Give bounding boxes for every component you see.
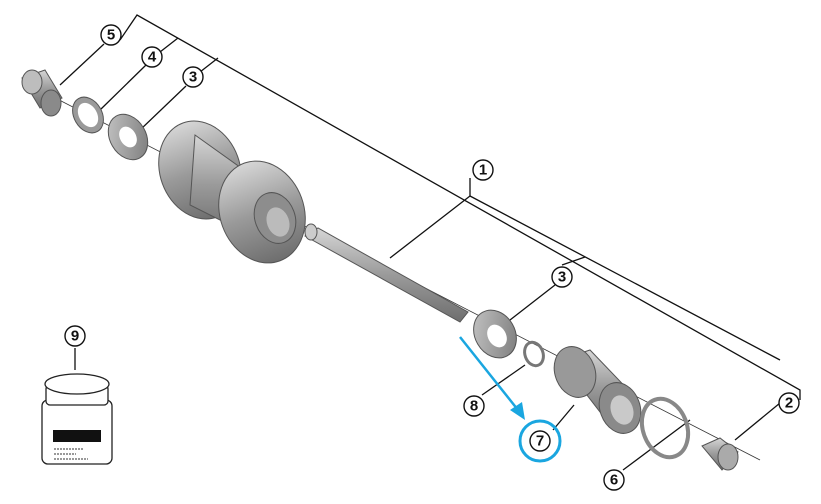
callout-6: 6 [603,469,625,491]
callout-4: 4 [141,46,163,68]
o-ring [523,340,545,368]
svg-text:2: 2 [785,395,793,412]
end-cap-right [701,437,739,471]
svg-text:7: 7 [536,433,544,450]
highlight-circle [518,419,562,463]
svg-text:1: 1 [479,162,487,179]
washer-left [72,96,104,134]
callout-7: 7 [529,430,551,452]
svg-text:8: 8 [470,398,478,415]
grease-jar [41,373,113,465]
end-cap-left [21,69,63,117]
callout-3-left: 3 [182,66,204,88]
bearing-left [107,113,149,161]
spacer-ring [639,396,691,460]
svg-text:5: 5 [107,27,115,44]
svg-text:3: 3 [189,69,197,86]
svg-text:3: 3 [558,269,566,286]
svg-text:6: 6 [610,472,618,489]
highlight-arrow [459,336,525,420]
hub-body [158,120,306,264]
callout-2: 2 [778,392,800,414]
axle [304,223,469,323]
callout-9: 9 [64,325,86,347]
leader-lines [59,14,801,471]
callout-3-right: 3 [551,266,573,288]
callout-8: 8 [463,395,485,417]
callout-1: 1 [472,159,494,181]
svg-text:9: 9 [71,328,79,345]
freehub-body [553,346,642,434]
svg-text:4: 4 [148,49,157,66]
callout-5: 5 [100,24,122,46]
bearing-right [473,309,517,359]
